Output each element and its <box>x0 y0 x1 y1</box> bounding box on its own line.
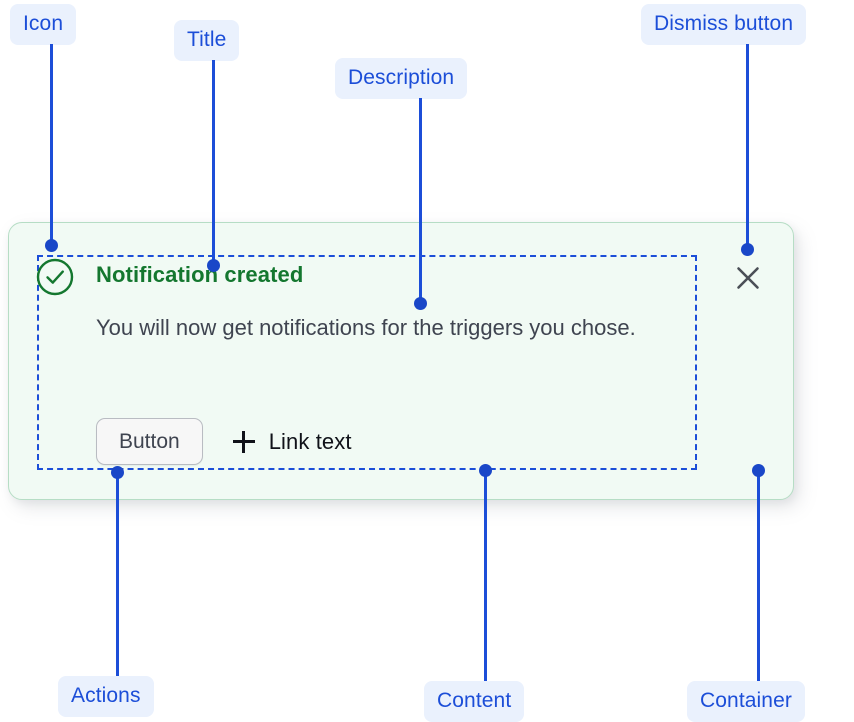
leader-dot-container <box>752 464 765 477</box>
annotation-label-dismiss-button: Dismiss button <box>641 4 807 45</box>
plus-icon <box>232 430 255 453</box>
leader-line-dismiss-button <box>746 44 749 249</box>
leader-line-container <box>757 472 760 681</box>
leader-line-title <box>212 60 215 265</box>
annotation-label-content: Content <box>424 681 525 722</box>
leader-dot-actions <box>111 466 124 479</box>
leader-dot-content <box>479 464 492 477</box>
secondary-action-link[interactable]: Link text <box>232 428 352 455</box>
leader-line-icon <box>50 44 53 245</box>
leader-line-actions <box>116 472 119 676</box>
annotation-label-title: Title <box>174 20 240 61</box>
content-region-outline <box>37 255 697 470</box>
close-icon[interactable] <box>732 262 764 294</box>
leader-dot-title <box>207 259 220 272</box>
leader-dot-description <box>414 297 427 310</box>
secondary-action-link-label: Link text <box>268 428 352 454</box>
notification-title: Notification created <box>96 262 304 287</box>
annotation-label-actions: Actions <box>58 676 154 717</box>
annotation-label-icon: Icon <box>10 4 77 45</box>
check-circle-icon <box>36 258 74 296</box>
annotation-label-description: Description <box>335 58 468 99</box>
leader-dot-dismiss-button <box>741 243 754 256</box>
annotation-label-container: Container <box>687 681 805 722</box>
notification-description: You will now get notifications for the t… <box>96 315 636 340</box>
notification-actions: Button Link text <box>96 418 352 465</box>
primary-action-button[interactable]: Button <box>96 418 203 465</box>
leader-dot-icon <box>45 239 58 252</box>
leader-line-content <box>484 472 487 681</box>
leader-line-description <box>419 98 422 303</box>
